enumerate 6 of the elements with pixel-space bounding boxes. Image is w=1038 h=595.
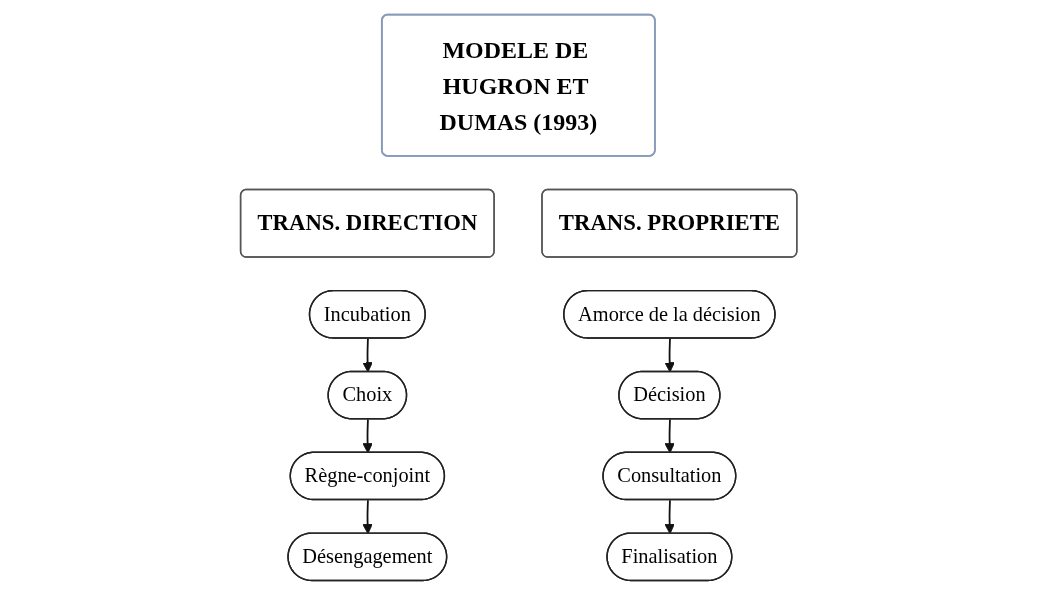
arrow [664,418,676,454]
arrow [362,499,374,535]
arrow [362,337,374,373]
arrow [664,499,676,535]
arrow [664,337,676,373]
arrow [362,418,374,454]
